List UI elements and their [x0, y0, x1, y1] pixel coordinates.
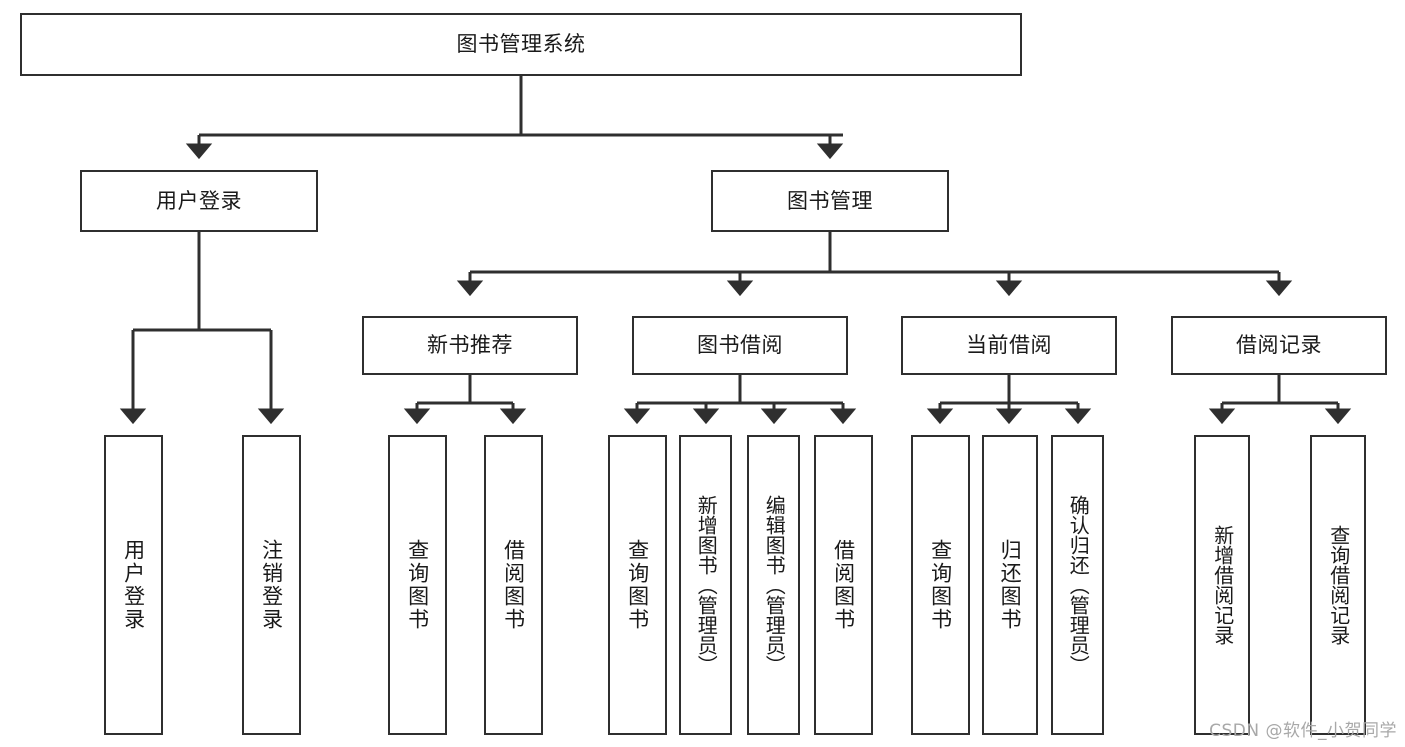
node-root-label: 图书管理系统	[456, 32, 586, 57]
node-leaf-query-book-2[interactable]: 查询图书	[608, 435, 667, 735]
node-borrow-record[interactable]: 借阅记录	[1171, 316, 1387, 375]
node-leaf-add-borrow-record[interactable]: 新增借阅记录	[1194, 435, 1250, 735]
node-new-book-recommend[interactable]: 新书推荐	[362, 316, 578, 375]
node-user-login-label: 用户登录	[156, 188, 242, 213]
node-book-management-label: 图书管理	[787, 188, 873, 213]
node-leaf-borrow-book-2-label: 借阅图书	[831, 539, 856, 631]
node-leaf-user-login-label: 用户登录	[121, 539, 146, 631]
node-user-login[interactable]: 用户登录	[80, 170, 318, 232]
node-leaf-return-book[interactable]: 归还图书	[982, 435, 1038, 735]
node-borrow-record-label: 借阅记录	[1236, 333, 1322, 358]
node-leaf-query-borrow-record[interactable]: 查询借阅记录	[1310, 435, 1366, 735]
watermark-text: CSDN @软件_小贺同学	[1209, 721, 1397, 741]
node-leaf-confirm-return-admin[interactable]: 确认归还（管理员）	[1051, 435, 1104, 735]
node-leaf-borrow-book-1[interactable]: 借阅图书	[484, 435, 543, 735]
node-leaf-logout[interactable]: 注销登录	[242, 435, 301, 735]
node-leaf-edit-book-admin-label: 编辑图书（管理员）	[762, 495, 787, 675]
node-leaf-borrow-book-2[interactable]: 借阅图书	[814, 435, 873, 735]
node-book-borrow-label: 图书借阅	[697, 333, 783, 358]
node-leaf-query-book-3[interactable]: 查询图书	[911, 435, 970, 735]
node-book-management[interactable]: 图书管理	[711, 170, 949, 232]
node-leaf-add-borrow-record-label: 新增借阅记录	[1210, 525, 1235, 645]
node-leaf-query-book-1-label: 查询图书	[405, 539, 430, 631]
node-new-book-recommend-label: 新书推荐	[427, 333, 513, 358]
node-root[interactable]: 图书管理系统	[20, 13, 1022, 76]
node-leaf-query-book-1[interactable]: 查询图书	[388, 435, 447, 735]
node-leaf-add-book-admin-label: 新增图书（管理员）	[694, 495, 719, 675]
node-leaf-return-book-label: 归还图书	[998, 539, 1023, 631]
node-leaf-borrow-book-1-label: 借阅图书	[501, 539, 526, 631]
node-leaf-logout-label: 注销登录	[259, 539, 284, 631]
node-leaf-add-book-admin[interactable]: 新增图书（管理员）	[679, 435, 732, 735]
node-current-borrow-label: 当前借阅	[966, 333, 1052, 358]
node-leaf-query-book-3-label: 查询图书	[928, 539, 953, 631]
node-leaf-query-book-2-label: 查询图书	[625, 539, 650, 631]
node-leaf-user-login[interactable]: 用户登录	[104, 435, 163, 735]
node-book-borrow[interactable]: 图书借阅	[632, 316, 848, 375]
node-leaf-query-borrow-record-label: 查询借阅记录	[1326, 525, 1351, 645]
node-leaf-edit-book-admin[interactable]: 编辑图书（管理员）	[747, 435, 800, 735]
node-current-borrow[interactable]: 当前借阅	[901, 316, 1117, 375]
node-leaf-confirm-return-admin-label: 确认归还（管理员）	[1066, 495, 1091, 675]
